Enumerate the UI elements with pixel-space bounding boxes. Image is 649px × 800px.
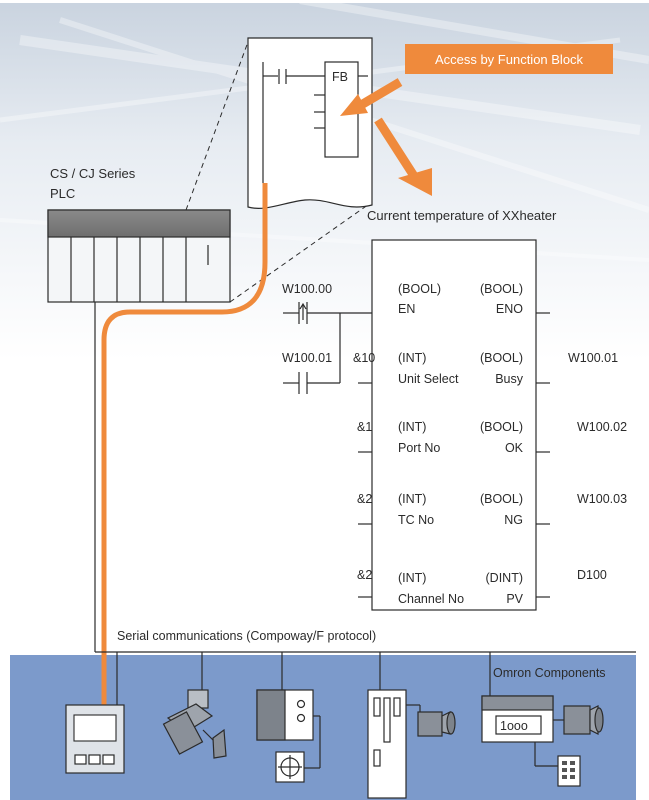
camera-icon	[417, 711, 456, 737]
pin-name-channel-no: Channel No	[398, 592, 464, 606]
ladder-program-sheet	[247, 37, 373, 209]
callout-pointer-head	[340, 94, 368, 116]
en-contacts	[283, 302, 341, 394]
input-unit-select-operand: &10	[353, 351, 375, 365]
sensor-controller-device[interactable]: 1ooo	[481, 695, 566, 767]
fb-block-title: Current temperature of XXheater	[367, 208, 557, 223]
pin-type-ng: (BOOL)	[480, 492, 523, 506]
pin-type-port-no: (INT)	[398, 420, 426, 434]
plc-title-line2: PLC	[50, 186, 75, 201]
left-pin-ticks	[340, 312, 372, 598]
pin-type-channel-no: (INT)	[398, 571, 426, 585]
output-ok-operand: W100.02	[577, 420, 627, 434]
plc-unit[interactable]	[47, 209, 231, 303]
input-port-no-operand: &1	[357, 420, 372, 434]
callout-box	[405, 44, 613, 74]
pin-name-tc-no: TC No	[398, 513, 434, 527]
components-label: Omron Components	[493, 666, 606, 680]
pin-type-ok: (BOOL)	[480, 420, 523, 434]
pin-name-pv: PV	[506, 592, 523, 606]
pin-name-en: EN	[398, 302, 415, 316]
io-module-device[interactable]	[256, 689, 321, 783]
pin-type-pv: (DINT)	[486, 571, 524, 585]
pin-name-unit-select: Unit Select	[398, 372, 459, 386]
input-tc-no-operand: &2	[357, 492, 372, 506]
pin-type-eno: (BOOL)	[480, 282, 523, 296]
output-ng-operand: W100.03	[577, 492, 627, 506]
servo-motor-device[interactable]	[162, 689, 227, 759]
callout-label: Access by Function Block	[435, 52, 584, 67]
top-edge	[0, 0, 649, 3]
pin-type-unit-select: (INT)	[398, 351, 426, 365]
device-display-text: 1ooo	[500, 719, 528, 733]
keypad-icon	[557, 755, 581, 787]
right-pin-ticks	[536, 312, 550, 598]
pin-name-ng: NG	[504, 513, 523, 527]
pin-type-en: (BOOL)	[398, 282, 441, 296]
function-block-path	[101, 183, 268, 720]
pin-name-busy: Busy	[495, 372, 524, 386]
pin-type-busy: (BOOL)	[480, 351, 523, 365]
function-block[interactable]	[371, 239, 537, 611]
input-channel-no-operand: &2	[357, 568, 372, 582]
zoom-line-lower	[229, 201, 373, 303]
zoom-line-upper	[185, 41, 249, 211]
camera-icon	[563, 705, 604, 735]
pin-type-tc-no: (INT)	[398, 492, 426, 506]
pin-name-eno: ENO	[496, 302, 523, 316]
callout-pointer-shaft	[353, 78, 403, 112]
plc-title-line1: CS / CJ Series	[50, 166, 136, 181]
input-contact-operand: W100.01	[282, 351, 332, 365]
zoom-arrow-head	[398, 168, 432, 196]
output-pv-operand: D100	[577, 568, 607, 582]
serial-bus	[94, 302, 636, 705]
input-en-operand: W100.00	[282, 282, 332, 296]
bus-label: Serial communications (Compoway/F protoc…	[117, 629, 376, 643]
output-busy-operand: W100.01	[568, 351, 618, 365]
pin-name-ok: OK	[505, 441, 524, 455]
pin-name-port-no: Port No	[398, 441, 440, 455]
zoom-arrow-shaft	[374, 117, 418, 179]
temperature-controller-device[interactable]	[65, 704, 125, 774]
vision-controller-device[interactable]	[367, 689, 421, 799]
fb-label: FB	[332, 70, 348, 84]
